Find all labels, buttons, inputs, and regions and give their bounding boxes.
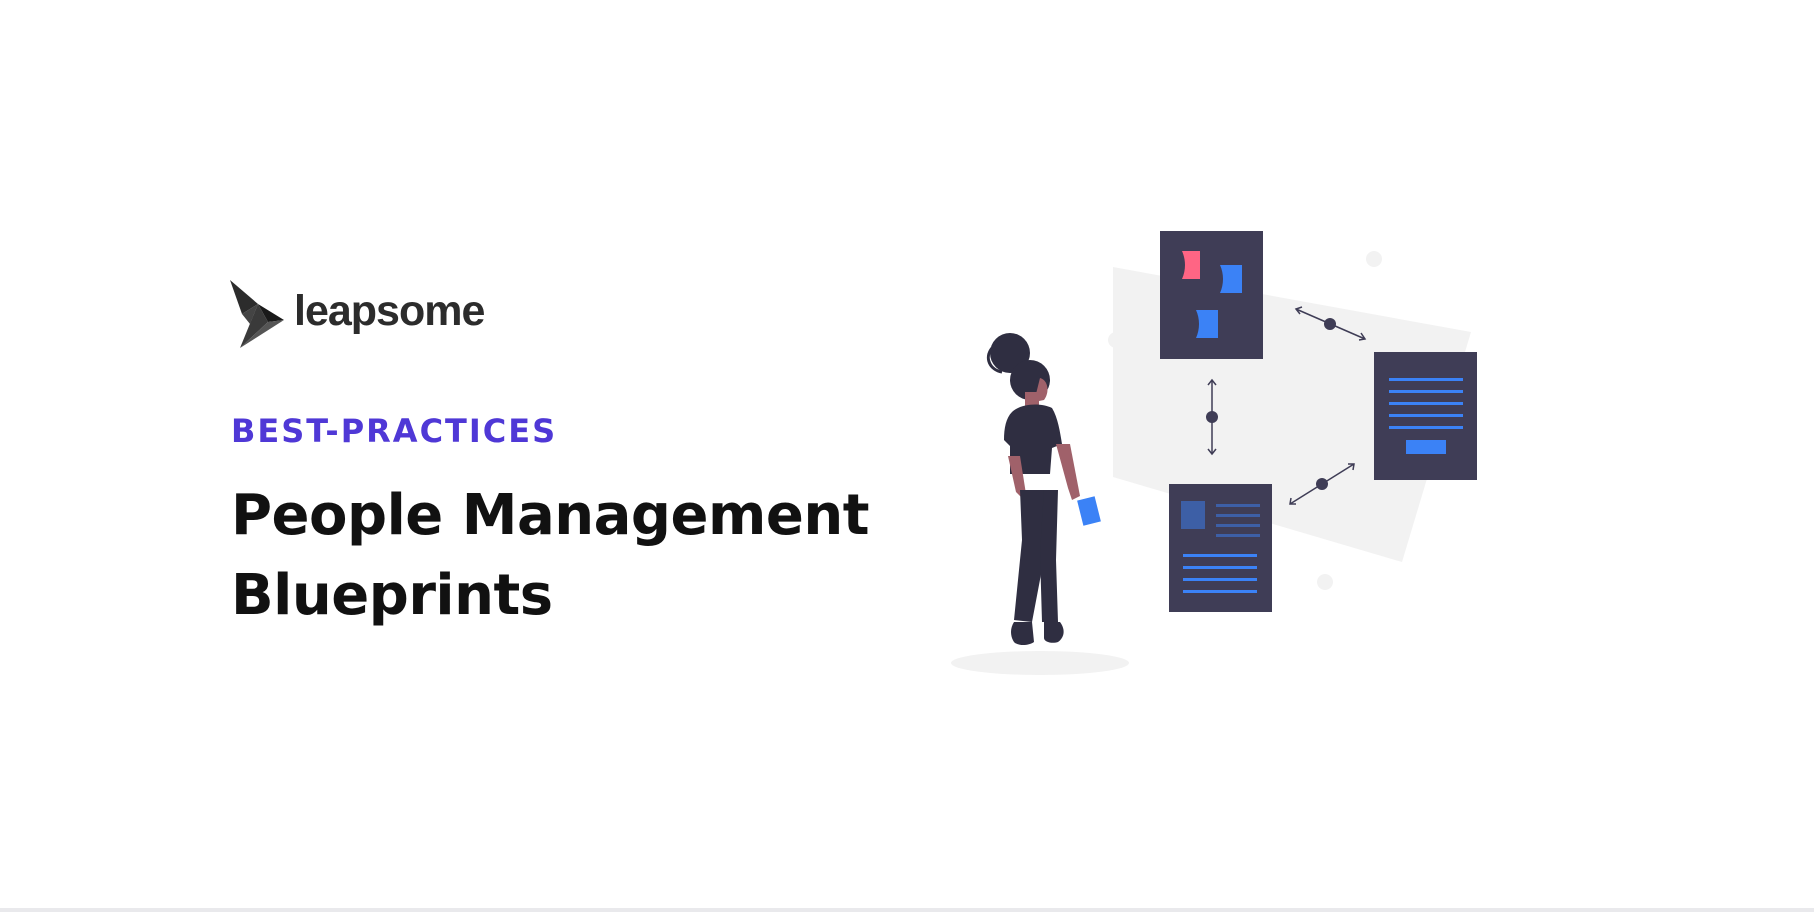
decor-dot — [1317, 574, 1333, 590]
ground-shadow — [951, 651, 1129, 675]
title-line-1: People Management — [231, 483, 869, 548]
person-figure — [986, 333, 1101, 645]
connector-node — [1324, 318, 1336, 330]
document-card-bottom — [1169, 484, 1272, 612]
connector-node — [1206, 411, 1218, 423]
document-card-top — [1160, 231, 1263, 359]
decor-dot — [1108, 332, 1124, 348]
connector-node — [1316, 478, 1328, 490]
brand-wordmark: leapsome — [294, 286, 485, 335]
origami-bird-icon — [230, 280, 284, 348]
page-title: People Management Blueprints — [231, 476, 871, 636]
document-card-right — [1374, 352, 1477, 480]
title-line-2: Blueprints — [231, 563, 553, 628]
held-paper — [1077, 496, 1101, 526]
category-label: BEST-PRACTICES — [231, 412, 558, 450]
bottom-divider — [0, 908, 1814, 912]
people-management-illustration — [951, 231, 1477, 675]
leapsome-logo[interactable]: leapsome — [228, 278, 485, 350]
decor-dot — [1366, 251, 1382, 267]
